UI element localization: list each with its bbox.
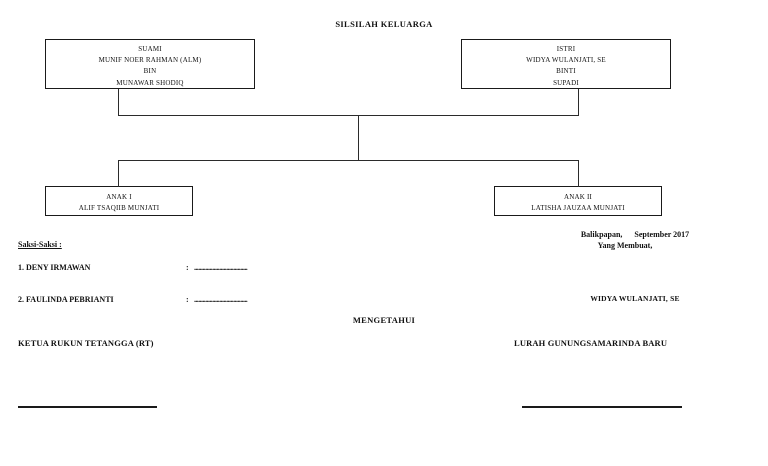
father-parent-name: MUNAWAR SHODIQ bbox=[116, 78, 184, 87]
official-label-rt: KETUA RUKUN TETANGGA (RT) bbox=[18, 338, 154, 348]
tree-node-child-1: ANAK I ALIF TSAQIIB MUNJATI bbox=[45, 186, 193, 216]
witness-2-name: 2. FAULINDA PEBRIANTI bbox=[18, 295, 114, 304]
connector-father-down bbox=[118, 89, 120, 116]
tree-node-father: SUAMI MUNIF NOER RAHMAN (ALM) BIN MUNAWA… bbox=[45, 39, 255, 89]
signature-line-rt bbox=[18, 406, 157, 408]
father-name: MUNIF NOER RAHMAN (ALM) bbox=[98, 56, 202, 65]
date-place-line: Balikpapan, September 2017 bbox=[580, 230, 690, 239]
connector-child-2-down bbox=[578, 160, 580, 187]
connector-children-bar bbox=[118, 160, 579, 162]
witness-2-colon: : bbox=[186, 295, 189, 304]
witness-1-signature-dots: ...................................... bbox=[194, 263, 248, 272]
mother-relation: BINTI bbox=[556, 67, 576, 76]
connector-child-1-down bbox=[118, 160, 120, 187]
maker-name: WIDYA WULANJATI, SE bbox=[590, 294, 680, 303]
witness-row: 2. FAULINDA PEBRIANTI : ................… bbox=[18, 295, 318, 304]
acknowledgement-heading: MENGETAHUI bbox=[352, 315, 416, 325]
tree-node-child-2: ANAK II LATISHA JAUZAA MUNJATI bbox=[494, 186, 662, 216]
witness-1-colon: : bbox=[186, 263, 189, 272]
signature-line-lurah bbox=[522, 406, 682, 408]
child-2-name: LATISHA JAUZAA MUNJATI bbox=[531, 204, 625, 213]
father-role: SUAMI bbox=[138, 45, 162, 53]
mother-name: WIDYA WULANJATI, SE bbox=[526, 56, 606, 65]
connector-mother-down bbox=[578, 89, 580, 116]
connector-center-drop bbox=[358, 115, 360, 161]
page-title: SILSILAH KELUARGA bbox=[335, 19, 433, 29]
child-2-role: ANAK II bbox=[563, 193, 593, 201]
maker-label: Yang Membuat, bbox=[597, 241, 653, 250]
father-relation: BIN bbox=[143, 67, 157, 76]
child-1-role: ANAK I bbox=[106, 193, 132, 201]
official-label-lurah: LURAH GUNUNGSAMARINDA BARU bbox=[514, 338, 668, 348]
child-1-name: ALIF TSAQIIB MUNJATI bbox=[78, 204, 160, 213]
tree-node-mother: ISTRI WIDYA WULANJATI, SE BINTI SUPADI bbox=[461, 39, 671, 89]
connector-parents-bar bbox=[118, 115, 579, 117]
mother-role: ISTRI bbox=[556, 45, 576, 53]
mother-parent-name: SUPADI bbox=[553, 78, 579, 87]
witness-2-signature-dots: ...................................... bbox=[194, 295, 248, 304]
witness-row: 1. DENY IRMAWAN : ......................… bbox=[18, 263, 318, 272]
witnesses-heading: Saksi-Saksi : bbox=[18, 240, 62, 249]
witness-1-name: 1. DENY IRMAWAN bbox=[18, 263, 91, 272]
